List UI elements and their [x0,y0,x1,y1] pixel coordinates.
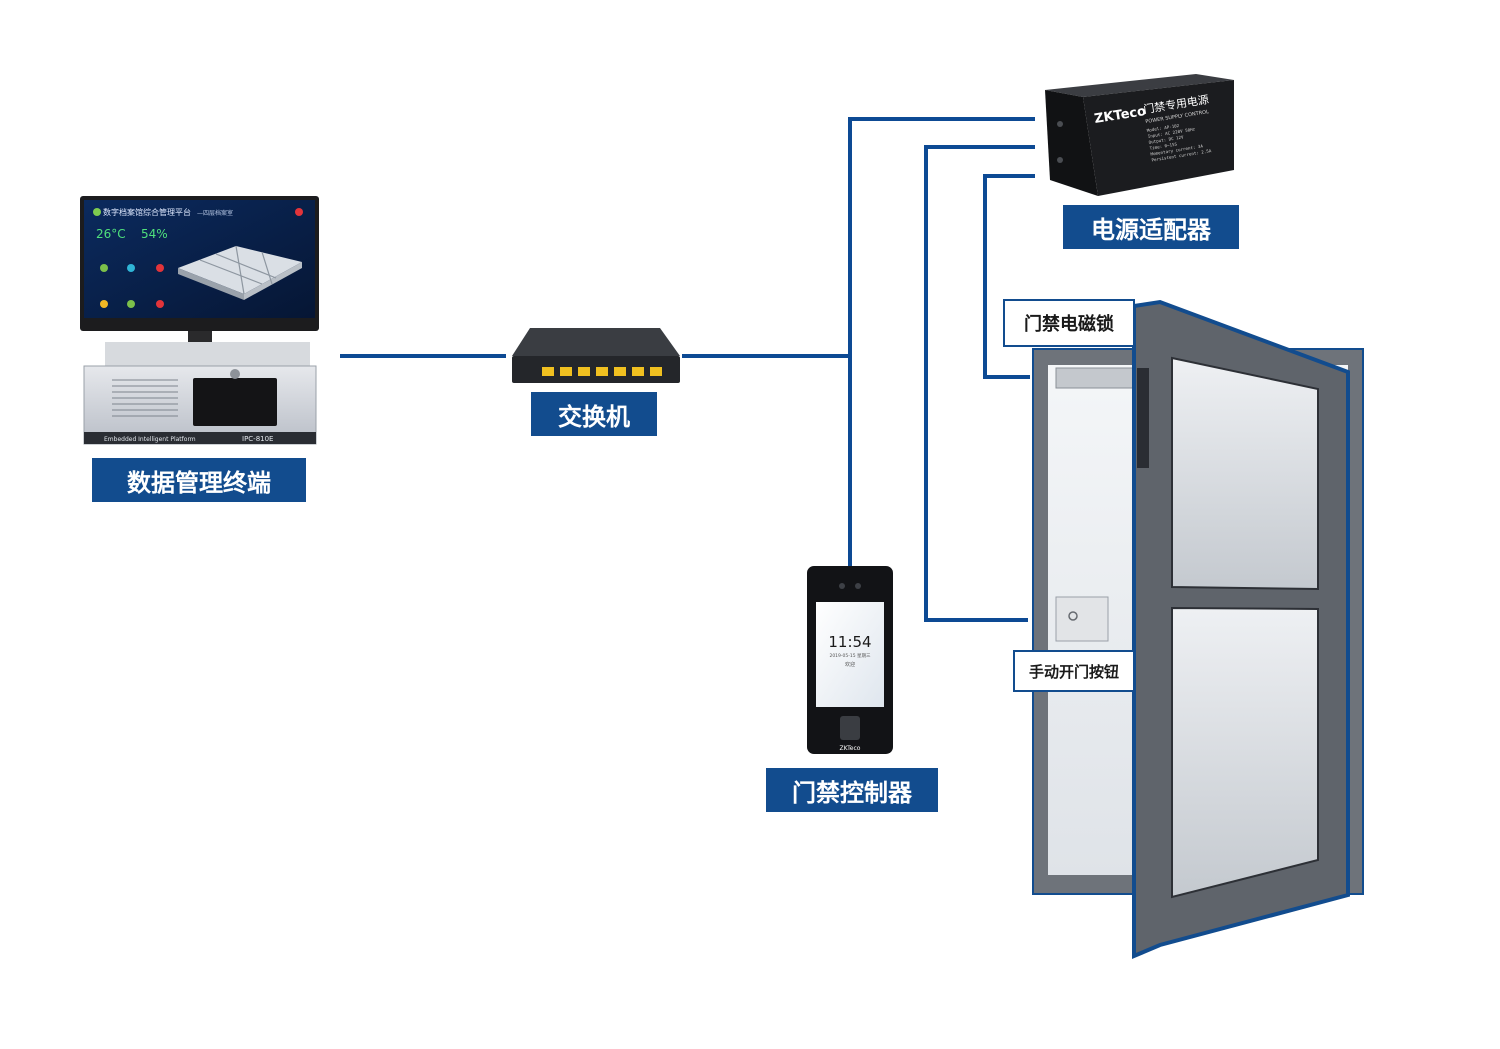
label-data-terminal: 数据管理终端 [92,458,306,502]
server-bottom-bar [84,432,316,444]
label-access-controller: 门禁控制器 [766,768,938,812]
power-spec: Output: DC 12V [1148,134,1184,145]
label-switch: 交换机 [531,392,657,436]
label-exit-button: 手动开门按钮 [1013,650,1135,692]
power-front [1083,80,1234,196]
monitor-subtitle: —四层档案室 [197,209,233,217]
server-model: IPC-810E [242,435,273,443]
label-power-adapter: 电源适配器 [1063,205,1239,249]
access-controller-device: 11:54 2019-05-15 星期三 欢迎 ZKTeco [807,566,893,754]
device-greeting: 欢迎 [845,661,855,668]
monitor-humidity: 54% [141,227,168,241]
camera-icon [839,583,845,589]
power-supply-box: ZKTeco 门禁专用电源 POWER SUPPLY CONTROL Model… [1045,74,1234,196]
monitor: 数字档案馆综合管理平台 —四层档案室 26°C 54% [80,196,319,363]
device-date: 2019-05-15 星期三 [829,653,871,659]
app-icon [156,264,164,272]
app-icon [156,300,164,308]
app-logo-icon [93,208,101,216]
app-icon [100,300,108,308]
switch-top [512,328,680,356]
label-magnetic-lock: 门禁电磁锁 [1003,299,1135,347]
wire-controller-power-1 [848,117,1035,566]
app-icon [127,300,135,308]
camera-icon [855,583,861,589]
wire-controller-button [924,566,1028,622]
server-top-face [105,342,310,366]
device-brand: ZKTeco [840,745,861,752]
switch-ports [542,367,662,376]
power-left [1045,90,1098,196]
lock-icon [230,369,240,379]
power-top [1045,74,1234,97]
door-assembly [1032,299,1364,960]
door-glass-upper [1171,356,1319,591]
server-chassis: Embedded Intelligent Platform IPC-810E [83,342,317,445]
screw-icon [1057,121,1063,127]
wire-power-lock [983,174,1035,379]
power-spec: Time: 0~15S [1149,141,1178,150]
floor-plan-3d [178,245,302,300]
app-icon [127,264,135,272]
server-vent [112,379,178,417]
network-switch [512,328,680,383]
exit-button-plate [1055,596,1109,642]
fingerprint-sensor [840,716,860,740]
close-icon [295,208,303,216]
monitor-title: 数字档案馆综合管理平台 [103,207,191,217]
server-brand: Embedded Intelligent Platform [104,436,196,443]
door-lock-plate [1137,368,1149,468]
electromagnetic-lock [1055,367,1137,389]
server-door [193,378,277,426]
power-spec: Model: AP-102 [1146,123,1180,133]
app-icon [100,264,108,272]
door-glass-lower [1171,606,1319,899]
wires [340,117,1035,622]
monitor-neck [188,331,212,343]
wire-controller-power-2 [924,145,1035,566]
device-time: 11:54 [828,633,871,651]
device-screen [816,602,884,707]
monitor-temperature: 26°C [96,227,126,241]
monitor-app-icons [100,264,164,308]
screw-icon [1057,157,1063,163]
key-icon [1068,611,1078,621]
